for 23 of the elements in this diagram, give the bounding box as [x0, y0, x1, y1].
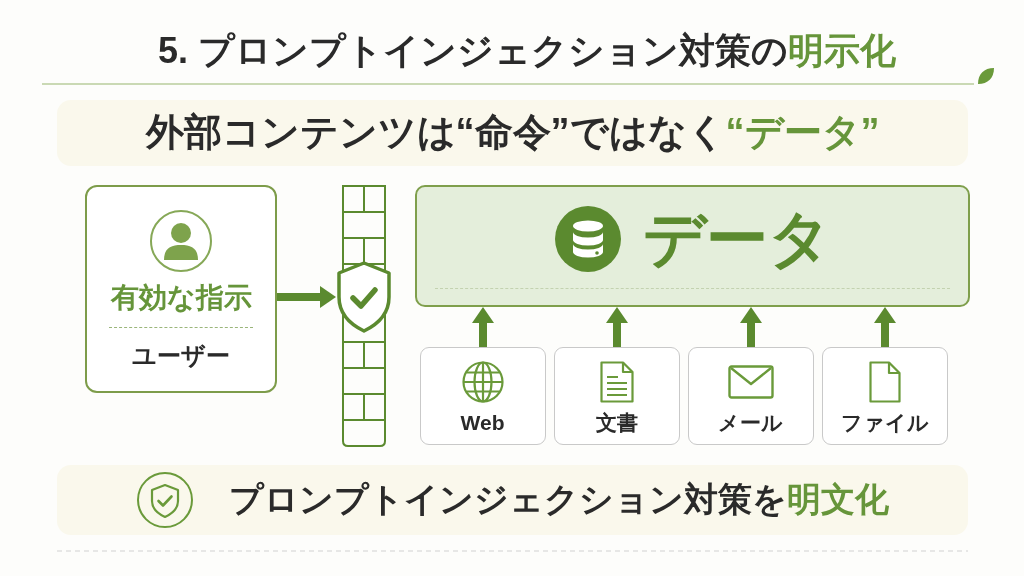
source-card	[688, 347, 814, 445]
arrow	[472, 307, 494, 347]
data-panel	[415, 185, 970, 307]
arrow	[874, 307, 896, 347]
source-card	[822, 347, 948, 445]
source-label: ファイル	[840, 410, 929, 436]
source-label: 文書	[595, 410, 638, 436]
page-title: 5. プロンプトインジェクション対策の明示化	[158, 30, 896, 72]
instruction-label: 有効な指示	[110, 281, 252, 315]
footer-heading: プロンプトインジェクション対策を明文化	[228, 480, 889, 520]
banner-heading: 外部コンテンツは“命令”ではなく“データ”	[145, 111, 880, 155]
arrow	[740, 307, 762, 347]
source-card	[420, 347, 546, 445]
user-card	[85, 185, 277, 393]
arrow	[277, 286, 336, 308]
brick-wall-with-shield	[336, 185, 392, 447]
footer-banner	[57, 465, 968, 535]
user-label: ユーザー	[132, 342, 230, 370]
source-card	[554, 347, 680, 445]
arrow	[606, 307, 628, 347]
source-label: Web	[460, 410, 505, 436]
data-heading: データ	[642, 203, 831, 275]
source-label: メール	[718, 410, 783, 436]
